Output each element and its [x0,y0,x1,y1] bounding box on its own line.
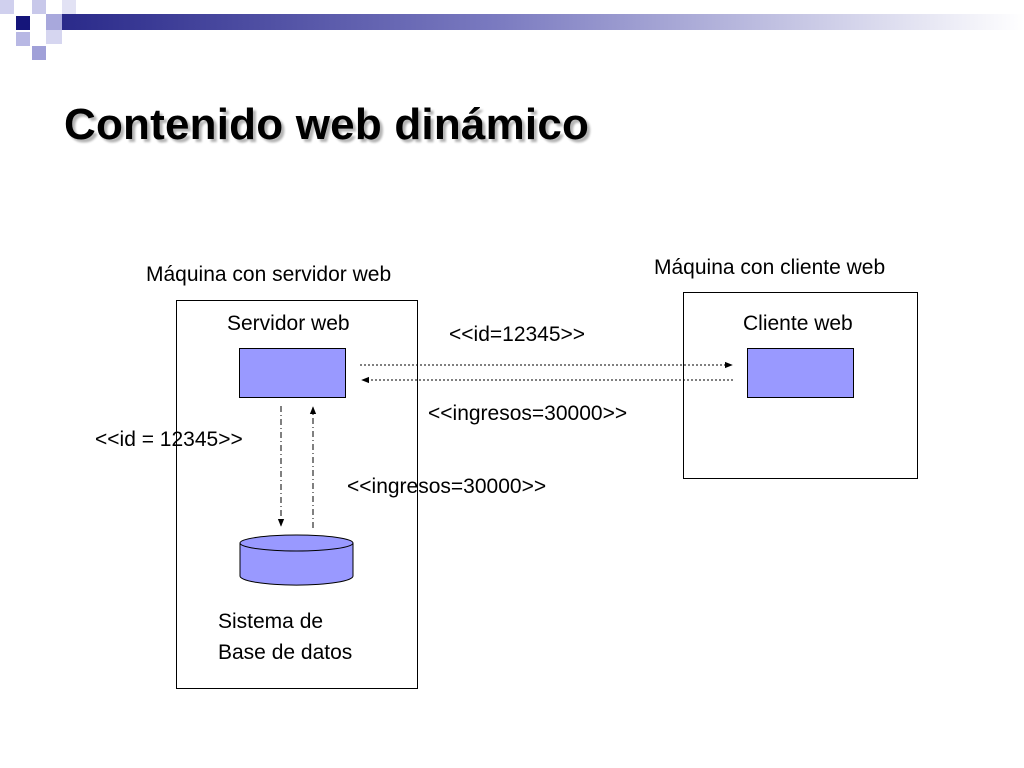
database-icon [239,534,354,586]
db-query-message-label: <<id = 12345>> [95,428,243,451]
request-message-label: <<id=12345>> [449,323,586,346]
server-label: Servidor web [227,312,350,335]
client-machine-label: Máquina con cliente web [654,256,886,279]
database-label-line1: Sistema de [218,610,324,633]
header-decoration [0,0,1024,60]
slide-title: Contenido web dinámico [64,100,590,149]
web-server-component [239,348,346,398]
db-result-message-label: <<ingresos=30000>> [347,475,547,498]
client-label: Cliente web [743,312,853,335]
database-label-line2: Base de datos [218,641,353,664]
response-message-label: <<ingresos=30000>> [428,402,628,425]
web-client-component [747,348,854,398]
server-machine-label: Máquina con servidor web [146,263,392,286]
